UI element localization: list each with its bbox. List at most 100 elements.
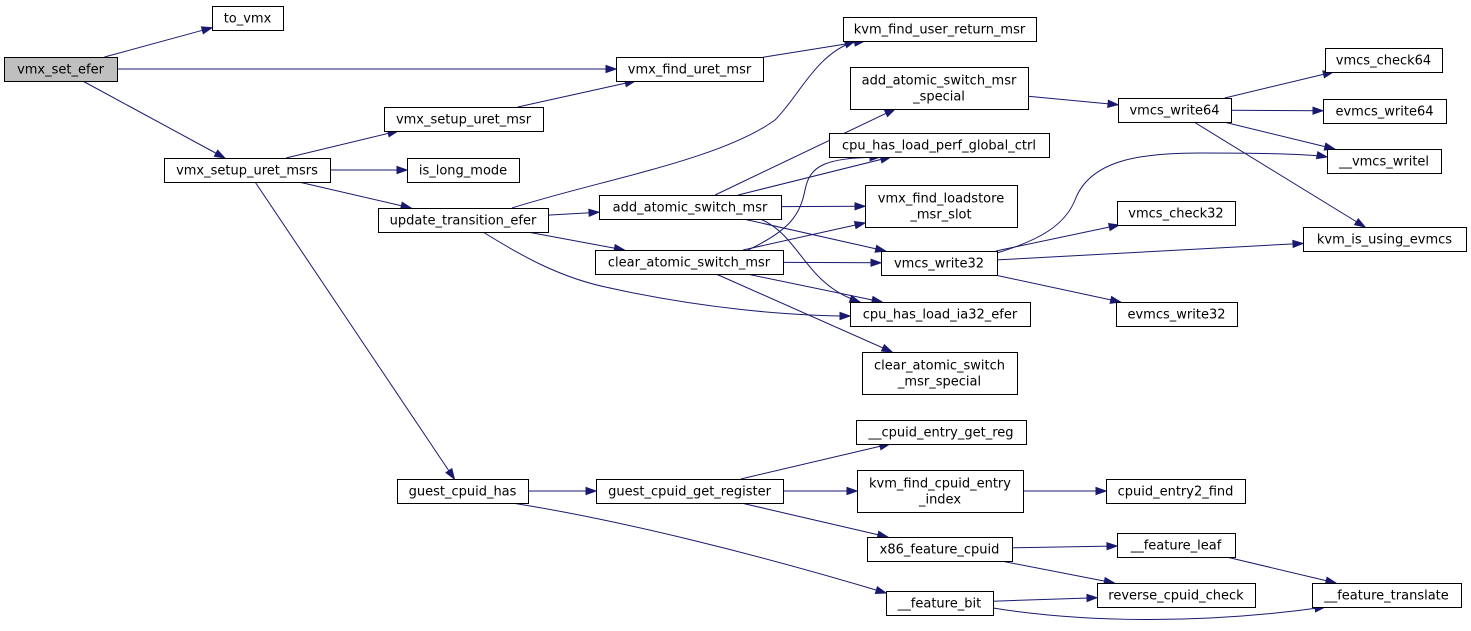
node-box[interactable]	[407, 158, 520, 183]
node-box[interactable]	[1097, 583, 1256, 608]
node-box[interactable]	[1327, 149, 1442, 174]
node-box[interactable]	[1323, 99, 1447, 124]
edge-vmcs_write64-to-__vmcs_writel	[1223, 121, 1337, 151]
node-box[interactable]	[829, 133, 1050, 158]
node-box[interactable]	[1325, 48, 1443, 73]
edge-line	[992, 597, 1098, 602]
node-box[interactable]	[1118, 98, 1232, 123]
edge-line	[527, 231, 625, 251]
node-to_vmx[interactable]: to_vmx	[212, 6, 284, 31]
node-cpu_has_load_perf_global_ctrl[interactable]: cpu_has_load_perf_global_ctrl	[829, 133, 1050, 158]
edge-line	[746, 273, 883, 303]
edge-vmcs_write64-to-evmcs_write64	[1230, 106, 1325, 115]
node-cpuid_entry2_find[interactable]: cpuid_entry2_find	[1106, 479, 1246, 504]
node-box[interactable]	[378, 208, 549, 233]
node-box[interactable]	[596, 479, 784, 504]
arrow-head-icon	[853, 221, 867, 230]
edge-line	[740, 443, 890, 480]
node-box[interactable]	[384, 107, 544, 132]
edge-vmx_setup_uret_msrs-to-vmx_setup_uret_msr	[285, 129, 400, 159]
node-box[interactable]	[856, 420, 1027, 445]
node-box[interactable]	[1117, 201, 1236, 226]
node-vmx_setup_uret_msrs[interactable]: vmx_setup_uret_msrs	[164, 158, 331, 183]
arrow-head-icon	[1107, 99, 1120, 108]
node-box[interactable]	[862, 352, 1018, 395]
node-label: evmcs_write64	[1335, 105, 1433, 120]
node-box[interactable]	[850, 302, 1031, 327]
node-vmcs_check32[interactable]: vmcs_check32	[1117, 201, 1236, 226]
node-box[interactable]	[164, 158, 331, 183]
node-__feature_leaf[interactable]: __feature_leaf	[1117, 533, 1236, 558]
node-vmx_setup_uret_msr[interactable]: vmx_setup_uret_msr	[384, 107, 544, 132]
node-label: vmcs_write64	[1129, 104, 1219, 119]
edge-line	[298, 181, 412, 209]
node-box[interactable]	[881, 251, 998, 276]
node-box[interactable]	[867, 537, 1013, 562]
node-label: __feature_bit	[897, 597, 981, 612]
edge-vmx_set_efer-to-vmx_setup_uret_msrs	[82, 80, 227, 159]
node-vmx_find_loadstore_msr_slot[interactable]: vmx_find_loadstore_msr_slot	[865, 185, 1018, 228]
node-label: vmx_setup_uret_msrs	[176, 164, 318, 179]
node-label: clear_atomic_switch	[874, 359, 1005, 374]
node-vmx_find_uret_msr[interactable]: vmx_find_uret_msr	[616, 57, 764, 82]
node-box[interactable]	[212, 6, 284, 31]
edge-vmx_setup_uret_msrs-to-guest_cpuid_has	[254, 181, 456, 481]
node-evmcs_write64[interactable]: evmcs_write64	[1323, 99, 1447, 124]
node-label: vmx_find_uret_msr	[628, 63, 752, 78]
node-__feature_bit[interactable]: __feature_bit	[886, 591, 994, 616]
node-box[interactable]	[595, 250, 784, 275]
node-evmcs_write32[interactable]: evmcs_write32	[1116, 302, 1238, 327]
edge-line	[743, 218, 886, 252]
node-box[interactable]	[599, 195, 782, 220]
node-vmx_set_efer[interactable]: vmx_set_efer	[4, 57, 118, 82]
node-is_long_mode[interactable]: is_long_mode	[407, 158, 520, 183]
edge-line	[738, 156, 891, 196]
edge-vmcs_write32-to-vmcs_check32	[995, 223, 1121, 252]
node-add_atomic_switch_msr[interactable]: add_atomic_switch_msr	[599, 195, 782, 220]
node-add_atomic_switch_msr_special[interactable]: add_atomic_switch_msr_special	[850, 67, 1029, 110]
node-label: vmcs_check32	[1128, 207, 1223, 222]
node-__cpuid_entry_get_reg[interactable]: __cpuid_entry_get_reg	[856, 420, 1027, 445]
node-box[interactable]	[1116, 302, 1238, 327]
arrow-head-icon	[1353, 217, 1367, 228]
node-clear_atomic_switch_msr_special[interactable]: clear_atomic_switch_msr_special	[862, 352, 1018, 395]
node-vmcs_check64[interactable]: vmcs_check64	[1325, 48, 1443, 73]
node-__feature_translate[interactable]: __feature_translate	[1312, 583, 1462, 608]
edge-line	[82, 80, 226, 159]
edge-add_atomic_switch_msr-to-vmcs_write32	[743, 218, 888, 253]
node-kvm_find_user_return_msr[interactable]: kvm_find_user_return_msr	[843, 17, 1037, 42]
node-box[interactable]	[1117, 533, 1236, 558]
node-reverse_cpuid_check[interactable]: reverse_cpuid_check	[1097, 583, 1256, 608]
node-vmcs_write32[interactable]: vmcs_write32	[881, 251, 998, 276]
node-box[interactable]	[886, 591, 994, 616]
node-x86_feature_cpuid[interactable]: x86_feature_cpuid	[867, 537, 1013, 562]
edge-guest_cpuid_has-to-__feature_bit	[511, 502, 888, 595]
edge-line	[104, 27, 213, 58]
node-kvm_is_using_evmcs[interactable]: kvm_is_using_evmcs	[1303, 227, 1467, 252]
node-update_transition_efer[interactable]: update_transition_efer	[378, 208, 549, 233]
node-guest_cpuid_has[interactable]: guest_cpuid_has	[397, 479, 529, 504]
edge-x86_feature_cpuid-to-reverse_cpuid_check	[1001, 560, 1116, 586]
arrow-head-icon	[846, 486, 859, 496]
node-label: vmx_setup_uret_msr	[396, 113, 532, 128]
node-guest_cpuid_get_register[interactable]: guest_cpuid_get_register	[596, 479, 784, 504]
node-box[interactable]	[850, 67, 1029, 110]
node-box[interactable]	[1303, 227, 1467, 252]
node-box[interactable]	[865, 185, 1018, 228]
node-clear_atomic_switch_msr[interactable]: clear_atomic_switch_msr	[595, 250, 784, 275]
node-__vmcs_writel[interactable]: __vmcs_writel	[1327, 149, 1442, 174]
node-box[interactable]	[843, 17, 1037, 42]
node-box[interactable]	[4, 57, 118, 82]
node-box[interactable]	[616, 57, 764, 82]
node-cpu_has_load_ia32_efer[interactable]: cpu_has_load_ia32_efer	[850, 302, 1031, 327]
edge-line	[285, 130, 399, 159]
node-vmcs_write64[interactable]: vmcs_write64	[1118, 98, 1232, 123]
node-box[interactable]	[397, 479, 529, 504]
node-kvm_find_cpuid_entry_index[interactable]: kvm_find_cpuid_entry_index	[857, 470, 1024, 513]
arrow-head-icon	[839, 311, 852, 321]
node-box[interactable]	[1106, 479, 1246, 504]
node-box[interactable]	[857, 470, 1024, 513]
node-box[interactable]	[1312, 583, 1462, 608]
edge-line	[715, 273, 893, 353]
edge-clear_atomic_switch_msr-to-cpu_has_load_ia32_efer	[746, 273, 884, 304]
